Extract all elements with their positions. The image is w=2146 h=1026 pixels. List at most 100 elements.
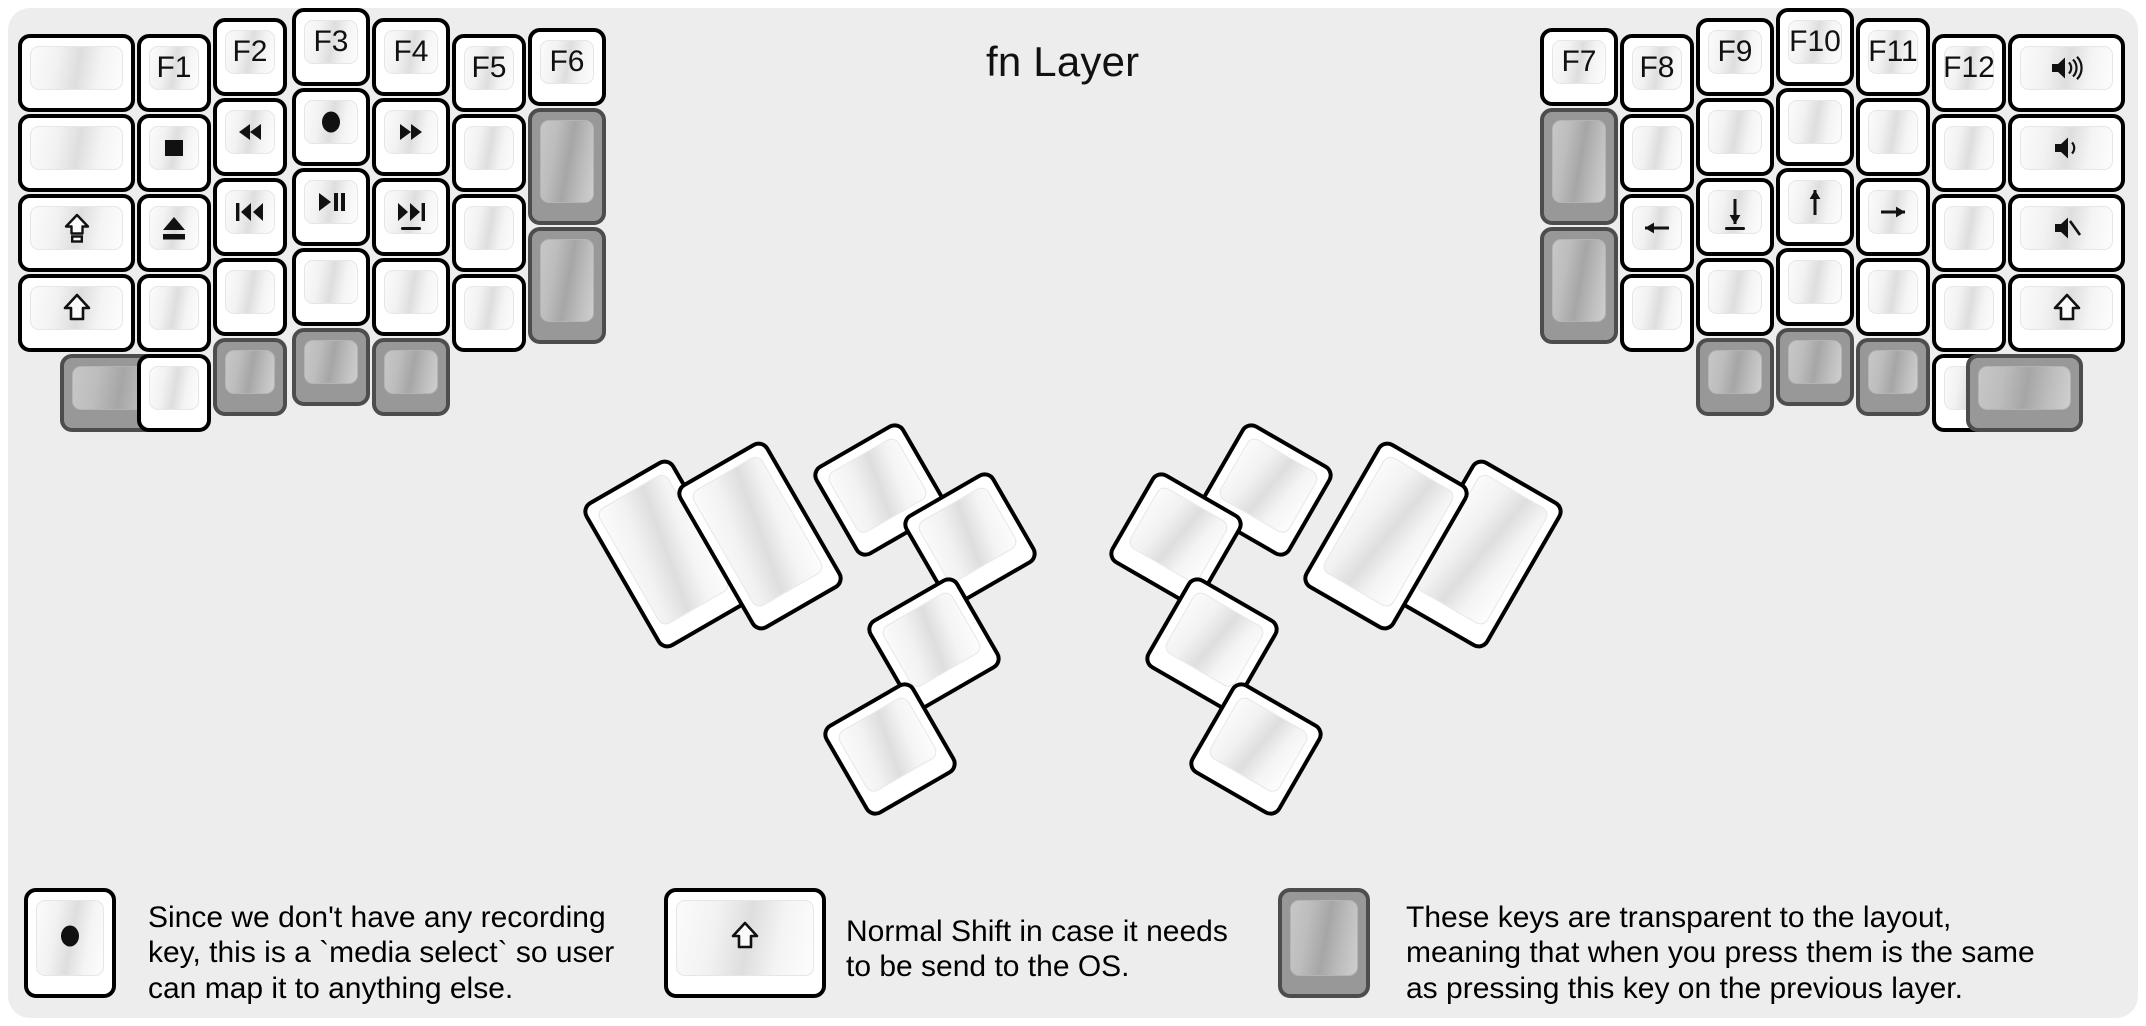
keycap (1708, 110, 1762, 154)
legend-description-1: Since we don't have any recording key, t… (148, 901, 615, 1005)
arrow-right-icon (1873, 192, 1913, 232)
key-right-inner-extra-r3[interactable] (1540, 227, 1618, 344)
key-left-middle-r1[interactable]: F3 (292, 8, 370, 86)
key-left-ring-r5[interactable] (213, 338, 287, 416)
key-right-inner-extra-r2[interactable] (1540, 108, 1618, 225)
key-left-inner-extra-r1[interactable]: F6 (528, 28, 606, 106)
key-right-pinky-outer-r5[interactable] (1966, 354, 2083, 432)
key-left-index-inner-r4[interactable] (452, 274, 526, 352)
key-left-middle-r3[interactable] (292, 168, 370, 246)
key-right-index-inner-r1[interactable]: F8 (1620, 34, 1694, 112)
key-right-ring-r1[interactable]: F11 (1856, 18, 1930, 96)
key-left-index-r1[interactable]: F4 (372, 18, 450, 96)
arrow-down-icon (1715, 192, 1755, 232)
legend-sample-key-3 (1278, 888, 1370, 998)
key-right-index-r1[interactable]: F9 (1696, 18, 1774, 96)
key-right-middle-r5[interactable] (1776, 328, 1854, 406)
keycap (2020, 286, 2113, 330)
key-right-index-inner-r3[interactable] (1620, 194, 1694, 272)
keycap (384, 350, 438, 394)
key-right-pinky-outer-r1[interactable] (2008, 34, 2125, 112)
key-left-ring-r4[interactable] (213, 258, 287, 336)
key-left-index-r4[interactable] (372, 258, 450, 336)
shift-icon (725, 916, 765, 961)
key-left-index-inner-r3[interactable] (452, 194, 526, 272)
key-left-pinky-r2[interactable] (137, 114, 211, 192)
key-label: F7 (1561, 45, 1597, 78)
keycap (149, 126, 199, 170)
keycap (1552, 120, 1606, 203)
key-left-pinky-outer-r3[interactable] (18, 194, 135, 272)
key-left-index-inner-r2[interactable] (452, 114, 526, 192)
key-right-ring-r4[interactable] (1856, 258, 1930, 336)
shift-icon (57, 288, 97, 328)
key-right-pinky-outer-r4[interactable] (2008, 274, 2125, 352)
key-right-ring-r5[interactable] (1856, 338, 1930, 416)
key-right-middle-r2[interactable] (1776, 88, 1854, 166)
key-right-inner-extra-r1[interactable]: F7 (1540, 28, 1618, 106)
key-right-ring-r3[interactable] (1856, 178, 1930, 256)
keycap: F10 (1788, 20, 1842, 64)
key-right-pinky-r3[interactable] (1932, 194, 2006, 272)
volume-mute-icon (2047, 208, 2087, 248)
arrow-left-icon (1637, 208, 1677, 248)
key-right-middle-r1[interactable]: F10 (1776, 8, 1854, 86)
keycap (1708, 270, 1762, 314)
key-left-pinky-outer-r4[interactable] (18, 274, 135, 352)
key-right-index-inner-r2[interactable] (1620, 114, 1694, 192)
keycap: F7 (1552, 40, 1606, 84)
key-label: F10 (1789, 25, 1841, 58)
keycap (2020, 46, 2113, 90)
key-left-index-r2[interactable] (372, 98, 450, 176)
keycap (1632, 286, 1682, 330)
keycap (1788, 180, 1842, 224)
key-left-index-r5[interactable] (372, 338, 450, 416)
homing-bump (401, 227, 421, 230)
key-right-pinky-outer-r2[interactable] (2008, 114, 2125, 192)
key-right-index-r2[interactable] (1696, 98, 1774, 176)
key-label: F6 (549, 45, 585, 78)
key-right-pinky-r2[interactable] (1932, 114, 2006, 192)
keycap (464, 206, 514, 250)
key-right-index-r4[interactable] (1696, 258, 1774, 336)
key-left-ring-r1[interactable]: F2 (213, 18, 287, 96)
keycap: F11 (1868, 30, 1918, 74)
arrow-up-icon (1795, 182, 1835, 222)
key-right-middle-r3[interactable] (1776, 168, 1854, 246)
key-left-index-inner-r1[interactable]: F5 (452, 34, 526, 112)
key-right-ring-r2[interactable] (1856, 98, 1930, 176)
key-right-pinky-outer-r3[interactable] (2008, 194, 2125, 272)
key-right-index-r5[interactable] (1696, 338, 1774, 416)
key-right-middle-r4[interactable] (1776, 248, 1854, 326)
key-right-index-inner-r4[interactable] (1620, 274, 1694, 352)
stop-icon (154, 128, 194, 168)
keycap: F12 (1943, 46, 1995, 90)
key-left-middle-r5[interactable] (292, 328, 370, 406)
keycap: F3 (304, 20, 358, 64)
key-left-pinky-r5[interactable] (137, 354, 211, 432)
key-right-index-r3[interactable] (1696, 178, 1774, 256)
key-left-pinky-outer-r1[interactable] (18, 34, 135, 112)
key-left-middle-r2[interactable] (292, 88, 370, 166)
key-left-inner-extra-r2[interactable] (528, 108, 606, 225)
key-left-pinky-r1[interactable]: F1 (137, 34, 211, 112)
key-left-pinky-r4[interactable] (137, 274, 211, 352)
key-left-middle-r4[interactable] (292, 248, 370, 326)
key-right-pinky-r1[interactable]: F12 (1932, 34, 2006, 112)
key-left-ring-r3[interactable] (213, 178, 287, 256)
keycap (36, 900, 104, 976)
keycap (1552, 239, 1606, 322)
key-left-ring-r2[interactable] (213, 98, 287, 176)
key-left-pinky-outer-r2[interactable] (18, 114, 135, 192)
key-left-inner-extra-r3[interactable] (528, 227, 606, 344)
keycap (30, 126, 123, 170)
key-left-index-r3[interactable] (372, 178, 450, 256)
key-right-pinky-r4[interactable] (1932, 274, 2006, 352)
key-label: F8 (1639, 51, 1675, 84)
keycap (464, 286, 514, 330)
keycap (384, 270, 438, 314)
keycap (225, 350, 275, 394)
key-left-pinky-r3[interactable] (137, 194, 211, 272)
legend-description-2: Normal Shift in case it needs to be send… (846, 915, 1228, 984)
keycap (1788, 260, 1842, 304)
